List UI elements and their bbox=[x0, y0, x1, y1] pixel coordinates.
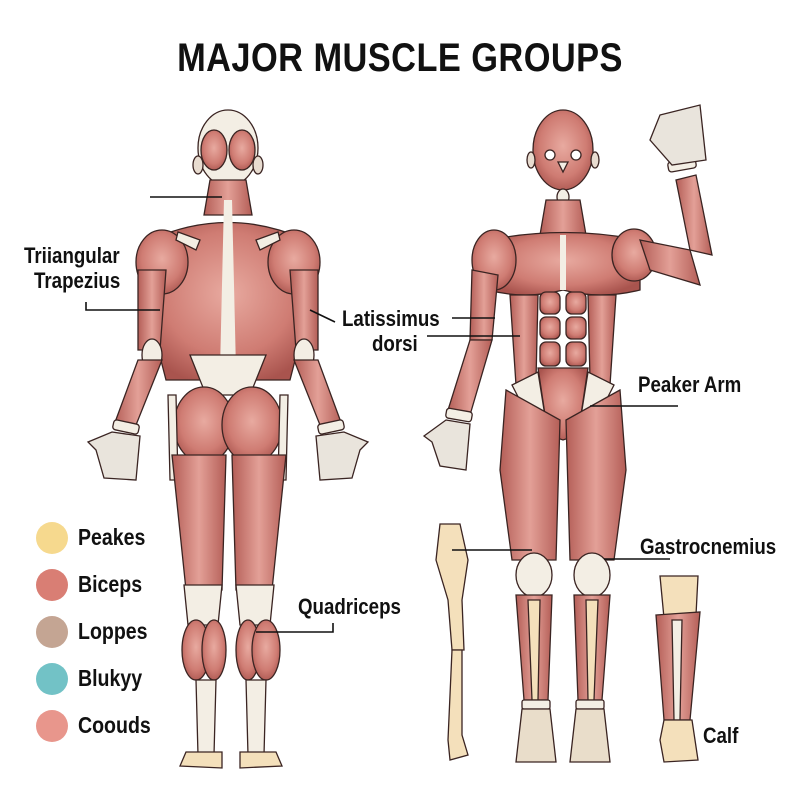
trapezius-pointer bbox=[85, 302, 160, 311]
legend-swatch-tan bbox=[36, 616, 68, 648]
legend-label: Blukyy bbox=[78, 665, 143, 691]
label-quadriceps: Quadriceps bbox=[298, 594, 401, 619]
leader-lines bbox=[85, 196, 678, 633]
label-trapezius-line2: Trapezius bbox=[34, 268, 121, 293]
page-title: MAJOR MUSCLE GROUPS bbox=[177, 36, 623, 80]
quadriceps-pointer bbox=[256, 623, 334, 633]
legend-label: Coouds bbox=[78, 712, 151, 738]
legend-swatch-teal bbox=[36, 663, 68, 695]
label-triangular-line1: Triiangular bbox=[24, 243, 120, 268]
isolated-lower-leg bbox=[655, 575, 701, 763]
legend-swatch-yellow bbox=[36, 522, 68, 554]
label-peaker-arm: Peaker Arm bbox=[638, 372, 742, 397]
legend-label: Biceps bbox=[78, 571, 143, 597]
label-calf: Calf bbox=[703, 723, 739, 748]
legend-swatch-salmon bbox=[36, 710, 68, 742]
legend-label: Peakes bbox=[78, 524, 146, 550]
anterior-muscle-figure bbox=[422, 104, 713, 763]
label-gastrocnemius: Gastrocnemius bbox=[640, 534, 777, 559]
latissimus-left-pointer bbox=[309, 309, 336, 323]
label-latissimus-line2: dorsi bbox=[372, 331, 418, 356]
legend-label: Loppes bbox=[78, 618, 148, 644]
legend-swatch-red bbox=[36, 569, 68, 601]
isolated-leg-bone bbox=[435, 523, 469, 761]
label-latissimus-line1: Latissimus bbox=[342, 306, 440, 331]
